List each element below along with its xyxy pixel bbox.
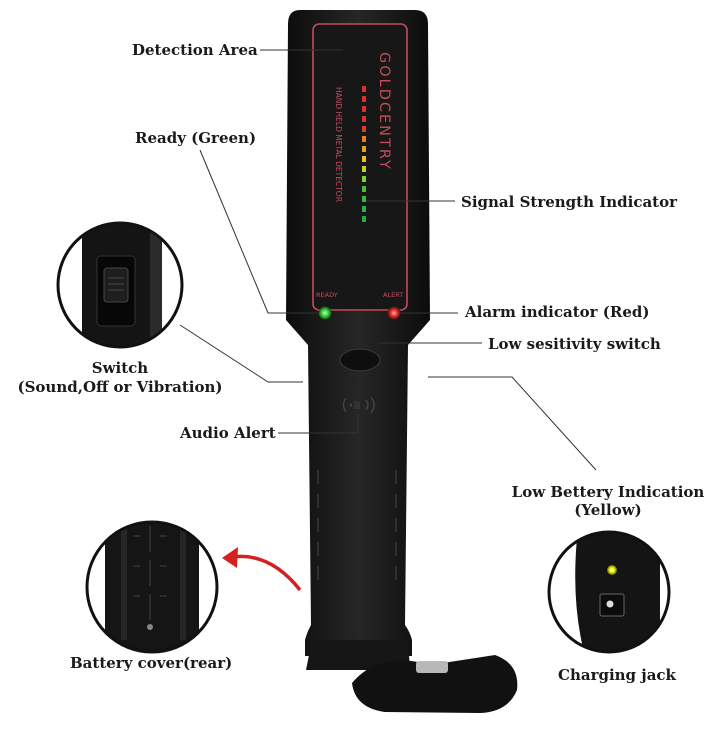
label-audio-alert: Audio Alert xyxy=(180,424,276,442)
signal-strength-bar xyxy=(362,86,366,222)
label-charging-jack: Charging jack xyxy=(558,666,676,684)
label-low-battery-color: (Yellow) xyxy=(574,501,642,519)
label-switch: Switch xyxy=(91,359,149,377)
rear-arrow xyxy=(231,554,302,592)
label-detection-area: Detection Area xyxy=(132,41,258,59)
lanyard-strap xyxy=(352,655,518,713)
alert-text: ALERT xyxy=(383,291,403,299)
label-low-sensitivity: Low sesitivity switch xyxy=(488,335,661,353)
ready-led xyxy=(318,306,332,320)
leader-lines xyxy=(179,49,597,471)
low-sensitivity-switch[interactable] xyxy=(339,348,381,372)
arrow-head xyxy=(222,547,238,568)
mode-switch-knob xyxy=(103,267,129,303)
model-text: HAND HELD METAL DETECTOR xyxy=(334,87,343,202)
charging-jack-inset xyxy=(547,530,671,654)
battery-screw xyxy=(147,624,153,630)
alarm-led xyxy=(387,306,401,320)
label-low-battery: Low Bettery Indication xyxy=(511,483,705,501)
label-signal-strength: Signal Strength Indicator xyxy=(461,193,678,211)
brand-text: GOLDCENTRY xyxy=(376,52,392,171)
switch-inset xyxy=(56,221,184,349)
ready-text: READY xyxy=(316,291,338,299)
label-switch-modes: (Sound,Off or Vibration) xyxy=(17,378,223,396)
detection-panel xyxy=(312,23,408,311)
handle-grips xyxy=(317,470,397,580)
label-battery-cover: Battery cover(rear) xyxy=(70,654,233,672)
label-alarm-indicator: Alarm indicator (Red) xyxy=(465,303,650,321)
speaker-icon xyxy=(342,396,375,414)
label-ready-green: Ready (Green) xyxy=(135,129,257,147)
battery-cover-inset xyxy=(85,520,219,654)
low-battery-led xyxy=(607,565,617,575)
